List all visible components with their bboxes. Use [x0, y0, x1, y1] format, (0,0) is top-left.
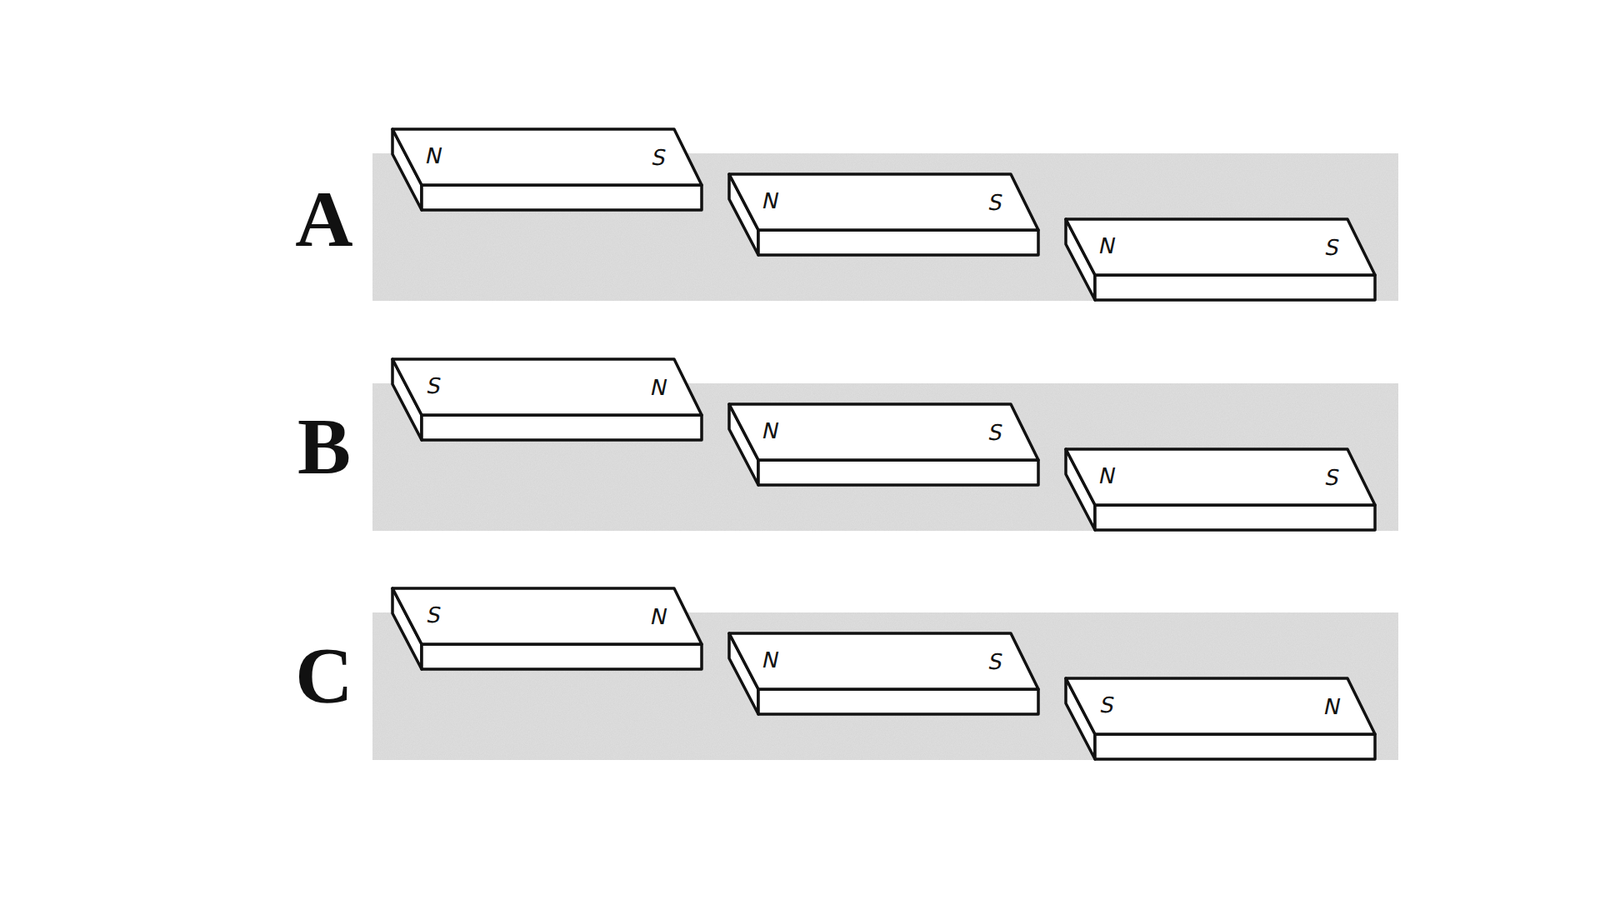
- bar-magnet: NS: [1064, 217, 1378, 303]
- magnet-face: [1065, 449, 1375, 505]
- row-label: A: [295, 179, 353, 260]
- bar-magnet: NS: [727, 631, 1041, 717]
- bar-magnet: NS: [727, 402, 1041, 488]
- magnet-face: [758, 460, 1039, 485]
- row-label: C: [295, 635, 353, 716]
- magnet-outline: [727, 631, 1041, 717]
- magnet-outline: [727, 402, 1041, 488]
- magnet-face: [421, 644, 702, 670]
- magnet-outline: [390, 127, 705, 213]
- bar-magnet: NS: [727, 172, 1041, 258]
- magnet-face: [729, 404, 1039, 460]
- magnet-face: [392, 359, 702, 415]
- magnet-face: [729, 174, 1039, 230]
- magnet-face: [729, 633, 1039, 690]
- magnet-face: [1065, 678, 1375, 735]
- magnet-face: [421, 185, 702, 210]
- magnet-outline: [1064, 447, 1378, 533]
- magnet-face: [392, 588, 702, 645]
- magnet-face: [758, 230, 1039, 255]
- magnet-face: [392, 129, 702, 185]
- magnet-outline: [1064, 676, 1378, 762]
- magnet-outline: [1064, 217, 1378, 303]
- magnet-face: [1095, 734, 1375, 760]
- magnet-outline: [390, 586, 705, 672]
- row-label: B: [297, 406, 351, 487]
- bar-magnet: SN: [390, 586, 705, 672]
- bar-magnet: SN: [1064, 676, 1378, 762]
- bar-magnet: NS: [1064, 447, 1378, 533]
- bar-magnet: SN: [390, 357, 705, 443]
- magnet-face: [1065, 219, 1375, 275]
- bar-magnet: NS: [390, 127, 705, 213]
- magnet-outline: [390, 357, 705, 443]
- magnet-face: [421, 415, 702, 440]
- magnet-outline: [727, 172, 1041, 258]
- magnet-face: [1095, 275, 1375, 300]
- magnet-face: [1095, 505, 1375, 530]
- magnet-face: [758, 689, 1039, 715]
